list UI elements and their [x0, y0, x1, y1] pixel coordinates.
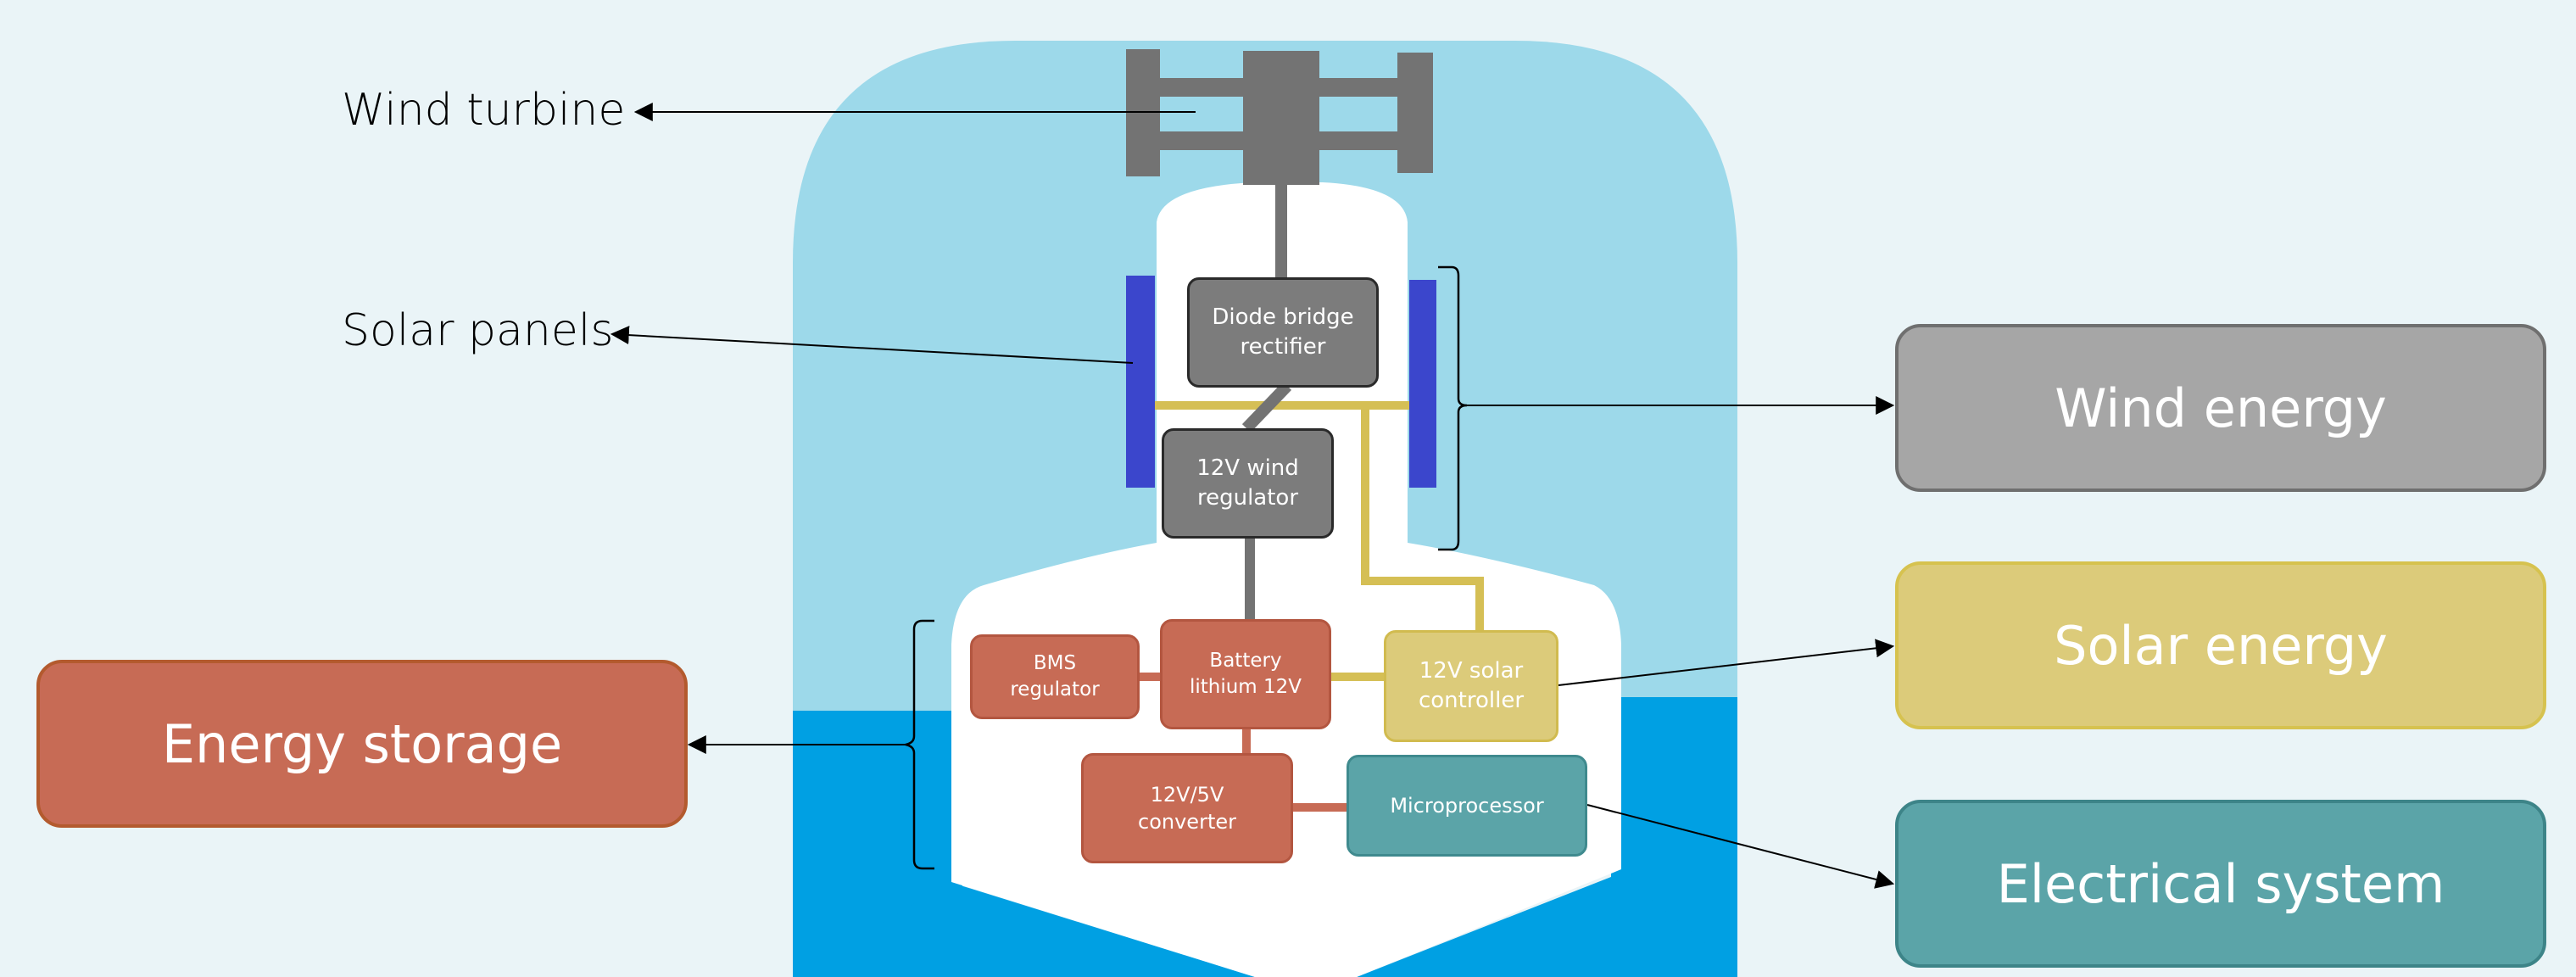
label-solar-panels: Solar panels: [342, 305, 614, 356]
water-area-bottom-right: [1357, 874, 1737, 977]
category-electrical-system: Electrical system: [1895, 800, 2546, 968]
turbine-blade-right: [1397, 53, 1433, 173]
solar-controller: 12V solar controller: [1384, 630, 1558, 742]
dc-converter: 12V/5V converter: [1081, 753, 1293, 863]
wiring: [1138, 382, 1484, 812]
bms-regulator: BMS regulator: [970, 634, 1140, 719]
diode-bridge-rectifier: Diode bridge rectifier: [1187, 277, 1379, 388]
arrow-solar-energy: [1558, 639, 1895, 686]
category-solar-energy: Solar energy: [1895, 561, 2546, 729]
annotation-arrows: [610, 103, 1895, 889]
solar-panel-right: [1409, 280, 1436, 488]
solar-panel-left: [1126, 276, 1155, 488]
category-energy-storage: Energy storage: [36, 660, 688, 828]
microprocessor: Microprocessor: [1347, 755, 1587, 857]
label-wind-turbine: Wind turbine: [342, 85, 626, 136]
category-wind-energy: Wind energy: [1895, 324, 2546, 492]
turbine-hub: [1243, 51, 1319, 185]
arrow-electrical-system: [1586, 804, 1895, 889]
wind-turbine: [1126, 49, 1433, 288]
turbine-shaft: [1275, 170, 1287, 288]
arrow-solar-panels: [610, 326, 1134, 364]
wind-regulator: 12V wind regulator: [1162, 428, 1334, 539]
battery-lithium: Battery lithium 12V: [1160, 619, 1331, 729]
water-area-bottom: [793, 882, 1255, 977]
wire-solar-to-controller: [1361, 405, 1484, 632]
wire-rectifier-to-regulator: [1241, 382, 1292, 433]
